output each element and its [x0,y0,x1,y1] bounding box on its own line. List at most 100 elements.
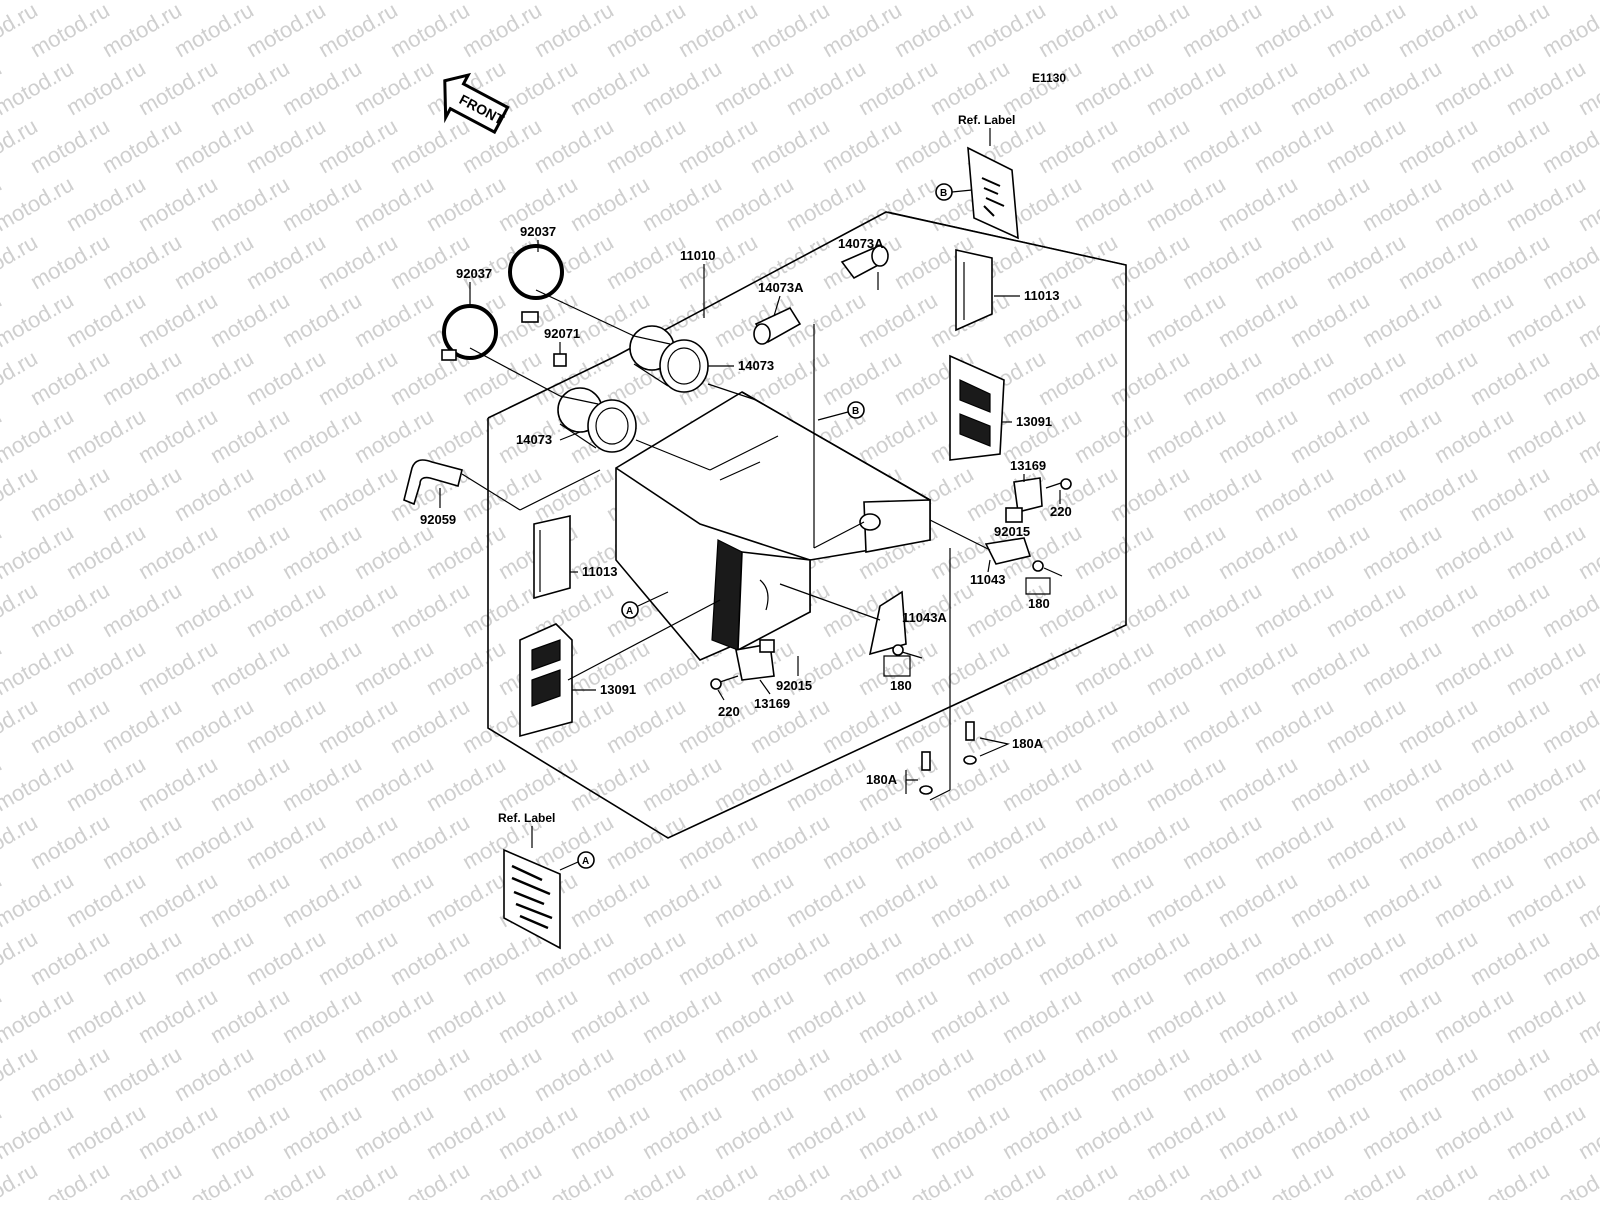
watermark-text: motod.ru [1070,519,1158,584]
grommet-92071 [553,353,567,367]
watermark-text: motod.ru [422,1099,510,1164]
bracket-13169-right [1013,477,1072,513]
watermark-text: motod.ru [1394,0,1482,62]
part-callouts: 92037 92037 11010 14073A 14073A 92071 14… [420,224,1072,794]
watermark-text: motod.ru [782,867,870,932]
callout-14073: 14073 [516,432,552,447]
watermark-text: motod.ru [170,345,258,410]
watermark-text: motod.ru [1358,635,1446,700]
watermark-text: motod.ru [0,1099,78,1164]
watermark-text: motod.ru [1250,113,1338,178]
watermark-text: motod.ru [386,925,474,990]
watermark-text: motod.ru [242,809,330,874]
svg-text:B: B [852,406,859,417]
watermark-text: motod.ru [890,809,978,874]
watermark-text: motod.ru [710,0,798,4]
watermark-text: motod.ru [314,1041,402,1106]
watermark-text: motod.ru [314,345,402,410]
watermark-text: motod.ru [278,635,366,700]
watermark-text: motod.ru [98,925,186,990]
watermark-text: motod.ru [1142,983,1230,1048]
watermark-text: motod.ru [170,1041,258,1106]
watermark-text: motod.ru [350,55,438,120]
watermark-text: motod.ru [278,983,366,1048]
watermark-text: motod.ru [854,171,942,236]
watermark-text: motod.ru [206,751,294,816]
watermark-text: motod.ru [1538,577,1600,642]
watermark-text: motod.ru [1358,867,1446,932]
watermark-text: motod.ru [170,925,258,990]
watermark-text: motod.ru [1466,461,1554,526]
watermark-text: motod.ru [134,983,222,1048]
watermark-text: motod.ru [1538,693,1600,758]
watermark-text: motod.ru [530,113,618,178]
watermark-text: motod.ru [1034,693,1122,758]
watermark-text: motod.ru [350,867,438,932]
watermark-text: motod.ru [530,0,618,62]
watermark-text: motod.ru [1034,113,1122,178]
right-intake-duct [629,325,709,393]
watermark-text: motod.ru [1214,519,1302,584]
watermark-text: motod.ru [386,1041,474,1106]
watermark-text: motod.ru [1538,461,1600,526]
watermark-text: motod.ru [854,403,942,468]
watermark-text: motod.ru [638,1099,726,1164]
watermark-text: motod.ru [1070,983,1158,1048]
watermark-text: motod.ru [602,693,690,758]
callout-11013: 11013 [582,564,617,579]
watermark-text: motod.ru [1178,461,1266,526]
watermark-text: motod.ru [242,345,330,410]
watermark-text: motod.ru [566,171,654,236]
watermark-text: motod.ru [1358,0,1446,4]
watermark-text: motod.ru [1070,1099,1158,1164]
cover-11013-right [955,249,993,332]
watermark-text: motod.ru [1070,0,1158,4]
watermark-text: motod.ru [1322,809,1410,874]
watermark-text: motod.ru [1106,229,1194,294]
watermark-text: motod.ru [98,229,186,294]
watermark-text: motod.ru [1286,983,1374,1048]
watermark-text: motod.ru [854,0,942,4]
watermark-text: motod.ru [170,113,258,178]
watermark-text: motod.ru [1466,0,1554,62]
watermark-text: motod.ru [1106,925,1194,990]
watermark-text: motod.ru [674,113,762,178]
watermark-text: motod.ru [278,55,366,120]
watermark-text: motod.ru [1142,635,1230,700]
watermark-text: motod.ru [1250,577,1338,642]
watermark-text: motod.ru [278,0,366,4]
watermark-text: motod.ru [206,287,294,352]
watermark-text: motod.ru [1070,403,1158,468]
watermark-text: motod.ru [1034,1041,1122,1106]
watermark-text: motod.ru [890,0,978,62]
callout-92059: 92059 [420,512,456,527]
element-13091-right [949,354,1005,461]
watermark-text: motod.ru [1358,287,1446,352]
watermark-text: motod.ru [1034,809,1122,874]
watermark-text: motod.ru [26,345,114,410]
watermark-text: motod.ru [458,577,546,642]
watermark-text: motod.ru [314,925,402,990]
watermark-text: motod.ru [1502,0,1590,4]
watermark-text: motod.ru [1214,983,1302,1048]
watermark-text: motod.ru [134,751,222,816]
watermark-text: motod.ru [206,635,294,700]
watermark-text: motod.ru [1142,403,1230,468]
watermark-text: motod.ru [926,983,1014,1048]
watermark-text: motod.ru [98,809,186,874]
watermark-text: motod.ru [1250,0,1338,62]
watermark-text: motod.ru [1394,345,1482,410]
watermark-text: motod.ru [386,693,474,758]
watermark-text: motod.ru [458,925,546,990]
watermark-text: motod.ru [1214,403,1302,468]
bracket-13169-left [710,639,775,690]
watermark-text: motod.ru [26,1041,114,1106]
watermark-text: motod.ru [602,809,690,874]
watermark-text: motod.ru [0,55,78,120]
watermark-text: motod.ru [422,983,510,1048]
watermark-text: motod.ru [782,751,870,816]
watermark-text: motod.ru [1106,345,1194,410]
marker-a-ref: A [582,856,589,867]
watermark-text: motod.ru [1070,751,1158,816]
watermark-text: motod.ru [818,925,906,990]
